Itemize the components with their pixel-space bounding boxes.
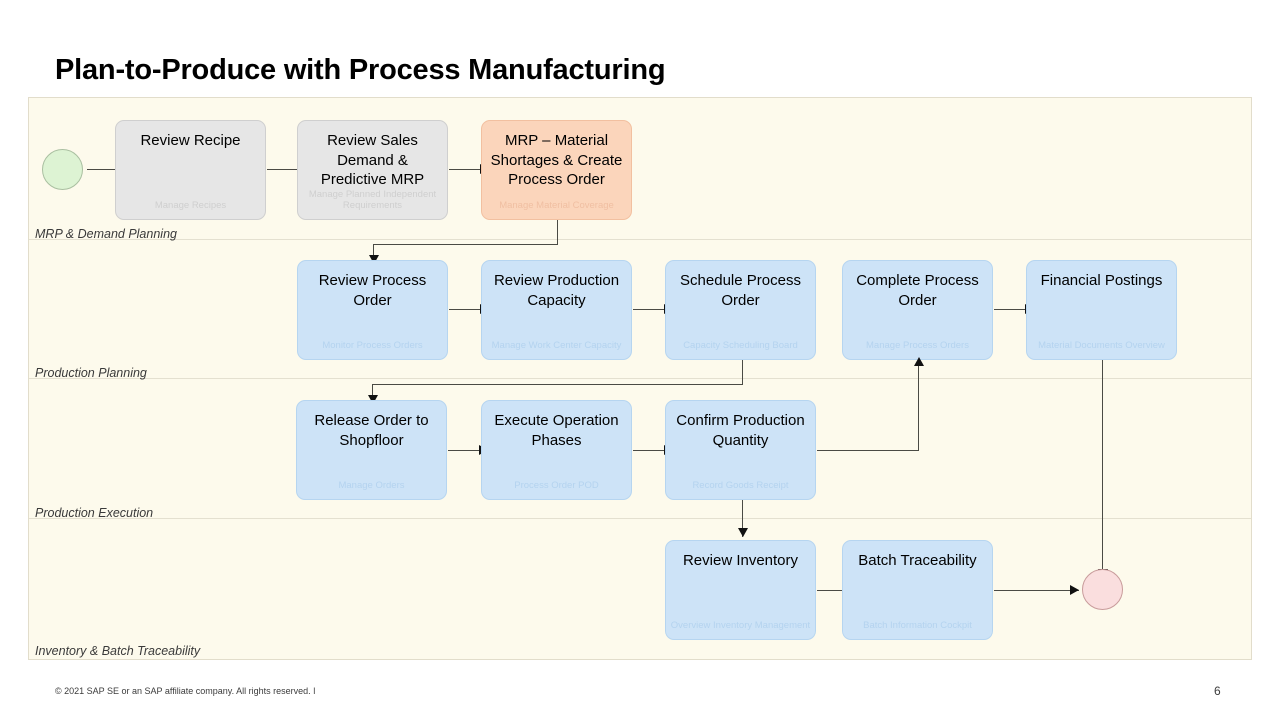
connector-release-to-execute <box>448 450 488 451</box>
lane-label-mrp-demand-planning: MRP & Demand Planning <box>35 227 177 241</box>
connector-review-sales-to-mrp <box>449 169 489 170</box>
connector-complete-to-financial-postings <box>994 309 1034 310</box>
node-title: Financial Postings <box>1040 272 1163 289</box>
node-title: Release Order to Shopfloor <box>314 412 429 449</box>
node-subtitle: Manage Material Coverage <box>499 200 614 211</box>
node-review-recipe[interactable]: Review Recipe Manage Recipes <box>115 120 266 220</box>
connector-schedule-to-release-v2 <box>372 384 373 402</box>
node-title: Schedule Process Order <box>680 272 801 309</box>
arrowhead-right <box>1070 585 1079 595</box>
node-title: Review Sales Demand & Predictive MRP <box>320 132 425 188</box>
node-subtitle: Overview Inventory Management <box>670 620 811 631</box>
page-number: 6 <box>1214 684 1221 698</box>
connector-batch-to-end <box>994 590 1079 591</box>
node-subtitle: Monitor Process Orders <box>322 340 423 351</box>
connector-confirm-to-review-inventory <box>742 500 743 537</box>
arrowhead-down <box>738 528 748 537</box>
node-subtitle: Material Documents Overview <box>1038 340 1165 351</box>
lane-label-inventory-batch-traceability: Inventory & Batch Traceability <box>35 644 201 658</box>
end-event[interactable] <box>1082 569 1123 610</box>
node-subtitle: Manage Orders <box>338 480 405 491</box>
node-subtitle: Manage Recipes <box>154 200 227 211</box>
node-title: Review Process Order <box>318 272 427 309</box>
node-confirm-production-quantity[interactable]: Confirm Production Quantity Record Goods… <box>665 400 816 500</box>
node-complete-process-order[interactable]: Complete Process Order Manage Process Or… <box>842 260 993 360</box>
node-title: Review Inventory <box>682 552 799 569</box>
node-subtitle: Manage Work Center Capacity <box>491 340 622 351</box>
connector-review-process-order-to-review-capacity <box>449 309 489 310</box>
page-title: Plan-to-Produce with Process Manufacturi… <box>55 54 666 86</box>
connector-mrp-to-review-process-order-h <box>373 244 558 245</box>
node-financial-postings[interactable]: Financial Postings Material Documents Ov… <box>1026 260 1177 360</box>
node-schedule-process-order[interactable]: Schedule Process Order Capacity Scheduli… <box>665 260 816 360</box>
node-title: Execute Operation Phases <box>494 412 619 449</box>
connector-schedule-to-release-v1 <box>742 360 743 384</box>
arrowhead-down <box>368 395 378 404</box>
node-review-inventory[interactable]: Review Inventory Overview Inventory Mana… <box>665 540 816 640</box>
lane-label-production-planning: Production Planning <box>35 366 147 380</box>
node-title: Confirm Production Quantity <box>676 412 805 449</box>
connector-confirm-to-complete-v <box>918 365 919 451</box>
connector-mrp-to-review-process-order-v1 <box>557 220 558 244</box>
connector-review-capacity-to-schedule <box>633 309 673 310</box>
connector-mrp-to-review-process-order-v2 <box>373 244 374 262</box>
node-title: Review Recipe <box>140 132 241 149</box>
node-review-production-capacity[interactable]: Review Production Capacity Manage Work C… <box>481 260 632 360</box>
connector-execute-to-confirm <box>633 450 673 451</box>
node-review-process-order[interactable]: Review Process Order Monitor Process Ord… <box>297 260 448 360</box>
node-title: Complete Process Order <box>856 272 979 309</box>
connector-start-to-review-recipe <box>87 169 134 170</box>
node-title: MRP – Material Shortages & Create Proces… <box>490 132 623 188</box>
arrowhead-down <box>369 255 379 264</box>
node-execute-operation-phases[interactable]: Execute Operation Phases Process Order P… <box>481 400 632 500</box>
node-title: Batch Traceability <box>858 552 977 569</box>
connector-schedule-to-release-h <box>372 384 743 385</box>
node-subtitle: Manage Planned Independent Requirements <box>308 189 437 211</box>
lane-separator-3 <box>29 518 1251 519</box>
start-event[interactable] <box>42 149 83 190</box>
node-subtitle: Process Order POD <box>514 480 599 491</box>
node-subtitle: Batch Information Cockpit <box>863 620 972 631</box>
node-batch-traceability[interactable]: Batch Traceability Batch Information Coc… <box>842 540 993 640</box>
copyright-footer: © 2021 SAP SE or an SAP affiliate compan… <box>55 686 316 696</box>
connector-review-inventory-to-batch <box>817 590 857 591</box>
connector-financial-postings-to-end <box>1102 360 1103 576</box>
node-title: Review Production Capacity <box>493 272 620 309</box>
node-review-sales-demand-predictive-mrp[interactable]: Review Sales Demand & Predictive MRP Man… <box>297 120 448 220</box>
node-release-order-to-shopfloor[interactable]: Release Order to Shopfloor Manage Orders <box>296 400 447 500</box>
connector-confirm-to-complete-h <box>817 450 919 451</box>
node-subtitle: Manage Process Orders <box>866 340 969 351</box>
arrowhead-up <box>914 357 924 366</box>
connector-review-recipe-to-review-sales <box>267 169 307 170</box>
lane-separator-2 <box>29 378 1251 379</box>
node-mrp-material-shortages-create-process-order[interactable]: MRP – Material Shortages & Create Proces… <box>481 120 632 220</box>
process-diagram: MRP & Demand Planning Production Plannin… <box>28 97 1252 660</box>
lane-separator-1 <box>29 239 1251 240</box>
node-subtitle: Capacity Scheduling Board <box>683 340 798 351</box>
lane-label-production-execution: Production Execution <box>35 506 154 520</box>
node-subtitle: Record Goods Receipt <box>692 480 789 491</box>
